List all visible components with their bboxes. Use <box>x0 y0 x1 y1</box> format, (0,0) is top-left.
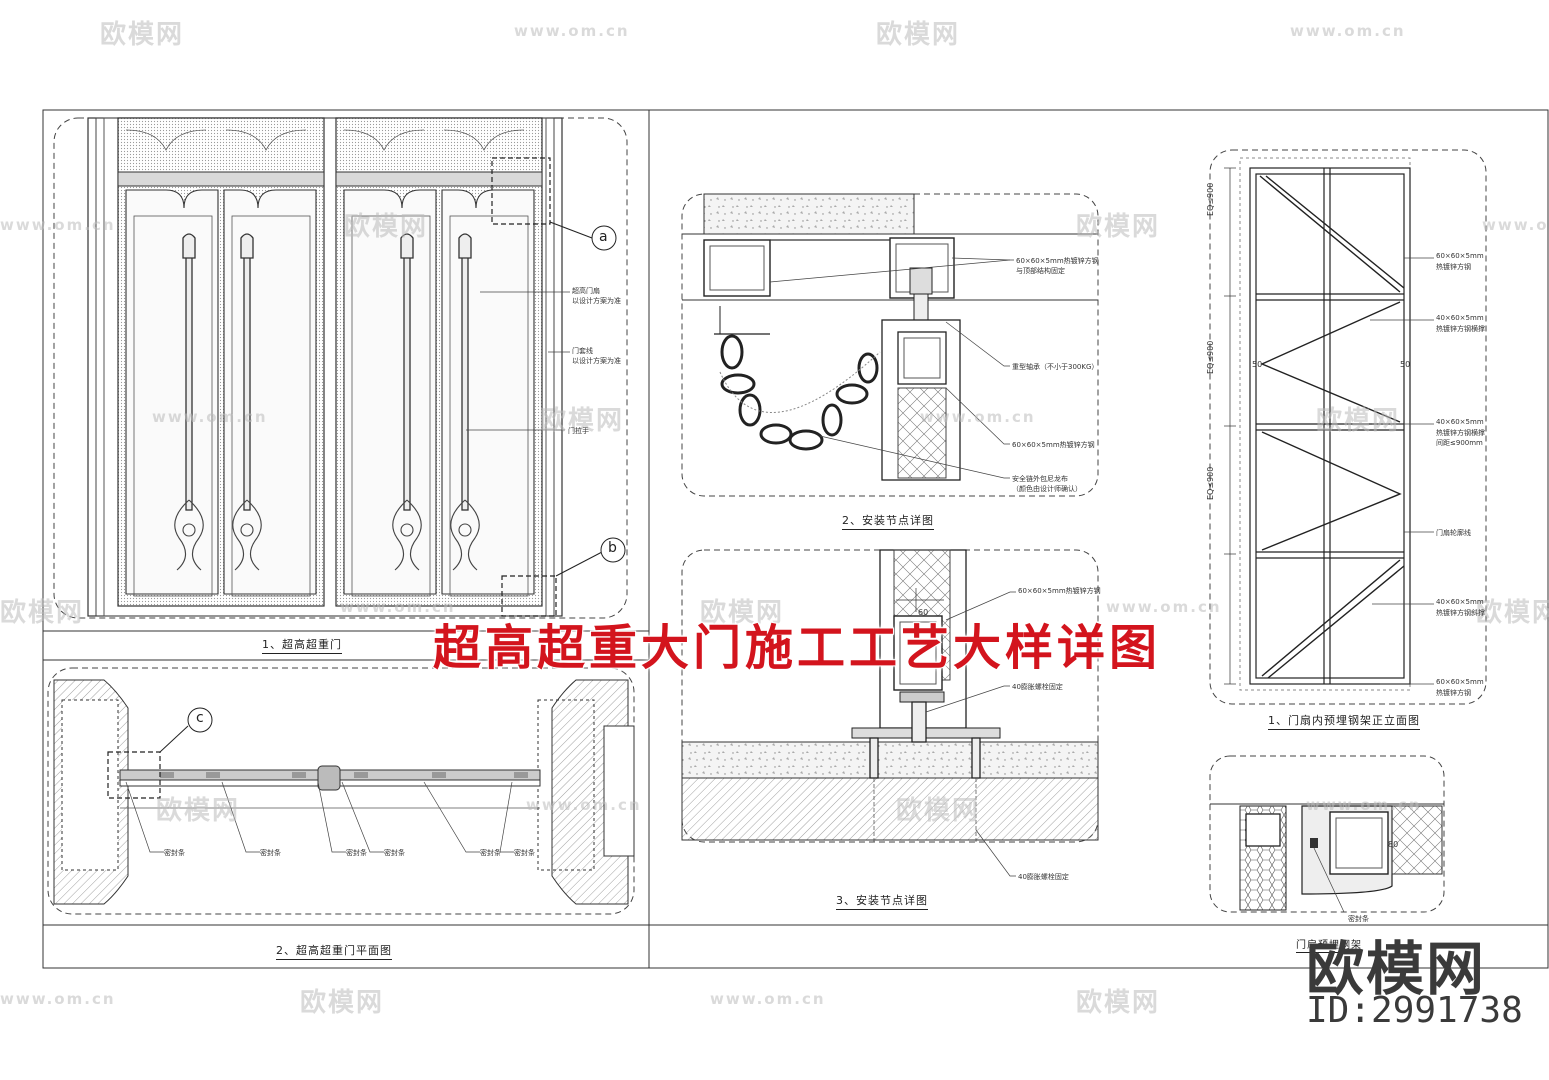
seal-detail <box>1209 755 1445 913</box>
caption-seal-detail: 门扇预埋钢架 <box>1296 936 1362 953</box>
callout-c: c <box>196 710 204 726</box>
dim-eq-2: EQ≤900 <box>1206 340 1215 374</box>
note-n3-steel: 60×60×5mm热镀锌方钢 <box>1018 587 1101 595</box>
note-n3-ground: 40膨胀螺栓固定 <box>1018 873 1069 881</box>
note-n3-bolt: 40膨胀螺栓固定 <box>1012 683 1063 691</box>
note-n2-steel: 60×60×5mm热镀锌方钢 <box>1016 257 1099 265</box>
note-seal: 密封条 <box>164 849 185 857</box>
callout-b: b <box>608 540 617 556</box>
note-n2-bearing: 重型轴承（不小于300KG） <box>1012 363 1099 371</box>
dim-60: 60 <box>918 608 929 617</box>
brand-logo: 欧模网 <box>1306 935 1487 1003</box>
dim-80: 80 <box>1388 840 1399 849</box>
note-door-panel-2: 以设计方案为准 <box>572 297 621 305</box>
note-door-trim-2: 以设计方案为准 <box>572 357 621 365</box>
note-n2-steel-b: 60×60×5mm热镀锌方钢 <box>1012 441 1095 449</box>
note-fr-2: 40×60×5mm <box>1436 314 1484 322</box>
dim-50: 50 <box>1252 360 1263 369</box>
dim-eq-1: EQ≤900 <box>1206 182 1215 216</box>
note-fr-4: 门扇轮廓线 <box>1436 529 1471 537</box>
node-detail-3 <box>681 549 1099 877</box>
node-detail-2 <box>681 193 1099 497</box>
note-fr-1b: 热镀锌方钢 <box>1436 263 1471 271</box>
note-seal: 密封条 <box>384 849 405 857</box>
note-door-trim: 门套线 <box>572 347 593 355</box>
note-fr-3: 40×60×5mm <box>1436 418 1484 426</box>
note-fr-6b: 热镀锌方钢 <box>1436 689 1471 697</box>
caption-node-3: 3、安装节点详图 <box>836 892 928 910</box>
note-n2-chain-2: （颜色由设计师确认） <box>1012 485 1082 493</box>
note-fr-6: 60×60×5mm <box>1436 678 1484 686</box>
caption-plan: 2、超高超重门平面图 <box>276 942 392 960</box>
brand-id: ID:2991738 <box>1306 990 1523 1031</box>
door-elevation <box>53 117 628 619</box>
caption-frame: 1、门扇内预埋钢架正立面图 <box>1268 712 1420 730</box>
door-plan <box>47 667 635 915</box>
note-seal: 密封条 <box>514 849 535 857</box>
note-fr-5: 40×60×5mm <box>1436 598 1484 606</box>
note-seal-small: 密封条 <box>1348 915 1369 923</box>
note-n2-steel-2: 与顶部结构固定 <box>1016 267 1065 275</box>
note-n2-chain: 安全链外包尼龙布 <box>1012 475 1068 483</box>
callout-a: a <box>599 229 608 245</box>
note-fr-3c: 间距≤900mm <box>1436 439 1483 447</box>
note-fr-1: 60×60×5mm <box>1436 252 1484 260</box>
caption-elevation: 1、超高超重门 <box>262 636 342 654</box>
dim-eq-3: EQ≤900 <box>1206 466 1215 500</box>
banner-title: 超高超重大门施工工艺大样详图 <box>432 619 1161 677</box>
steel-frame-elevation <box>1209 149 1487 705</box>
note-door-panel: 超高门扇 <box>572 287 600 295</box>
note-seal: 密封条 <box>480 849 501 857</box>
note-seal: 密封条 <box>260 849 281 857</box>
dim-50: 50 <box>1400 360 1411 369</box>
note-fr-3b: 热镀锌方钢横撑 <box>1436 429 1485 437</box>
note-fr-5b: 热镀锌方钢斜撑 <box>1436 609 1485 617</box>
note-fr-2b: 热镀锌方钢横撑 <box>1436 325 1485 333</box>
note-seal: 密封条 <box>346 849 367 857</box>
caption-node-2: 2、安装节点详图 <box>842 512 934 530</box>
note-handle: 门拉手 <box>568 427 589 435</box>
